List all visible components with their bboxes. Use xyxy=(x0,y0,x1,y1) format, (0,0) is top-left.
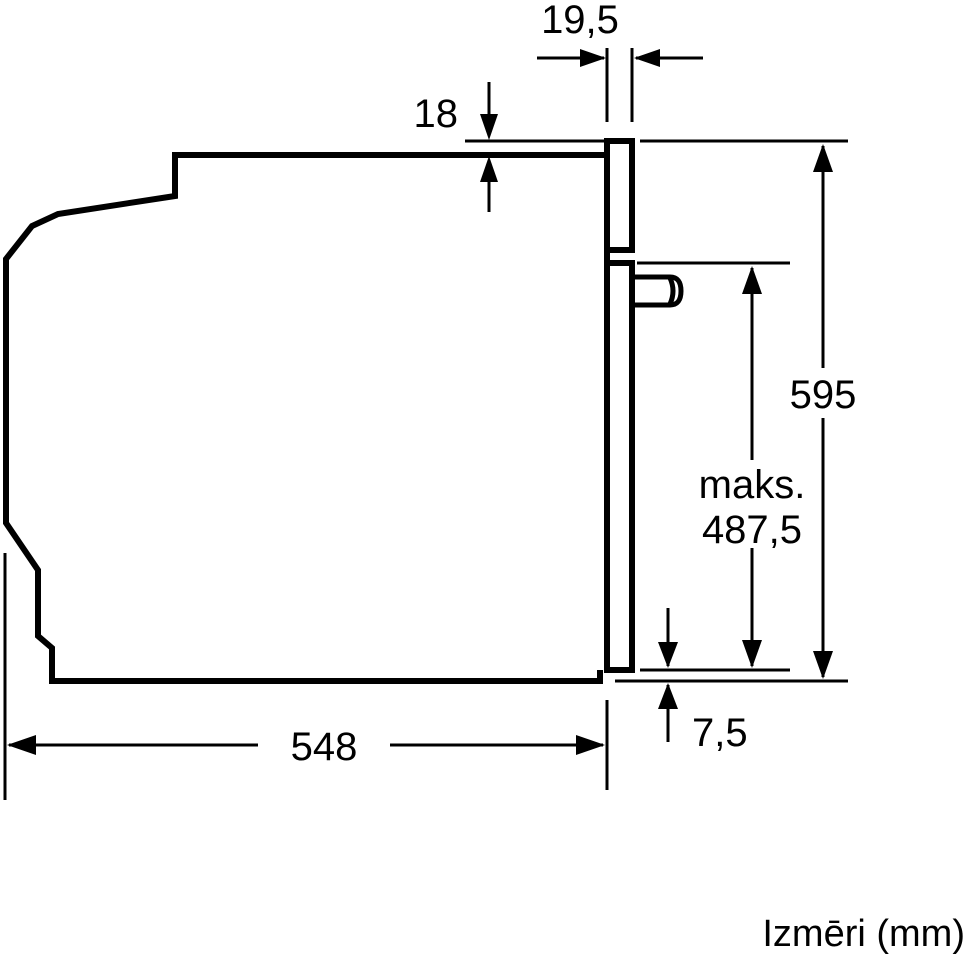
dimension-label-18: 18 xyxy=(414,92,459,136)
dimension-label-7-5: 7,5 xyxy=(692,711,748,755)
dimension-label-487-5: 487,5 xyxy=(702,508,802,552)
dimension-7-5: 7,5 xyxy=(658,608,748,755)
oven-door-panel xyxy=(604,138,635,673)
reference-lines xyxy=(615,139,848,683)
dimension-label-548: 548 xyxy=(291,725,358,769)
dimension-548: 548 xyxy=(3,553,609,800)
oven-body-outline xyxy=(2,152,607,684)
dimension-label-19-5: 19,5 xyxy=(541,0,619,42)
dimension-label-595: 595 xyxy=(790,373,857,417)
units-caption: Izmēri (mm) xyxy=(762,913,965,955)
dimension-maks-487-5: maks. 487,5 xyxy=(699,266,806,668)
dimension-19-5: 19,5 xyxy=(537,0,703,122)
dimension-18: 18 xyxy=(414,82,604,212)
dimension-label-maks: maks. xyxy=(699,463,806,507)
dimension-595: 595 xyxy=(790,144,857,679)
door-handle xyxy=(633,274,684,308)
